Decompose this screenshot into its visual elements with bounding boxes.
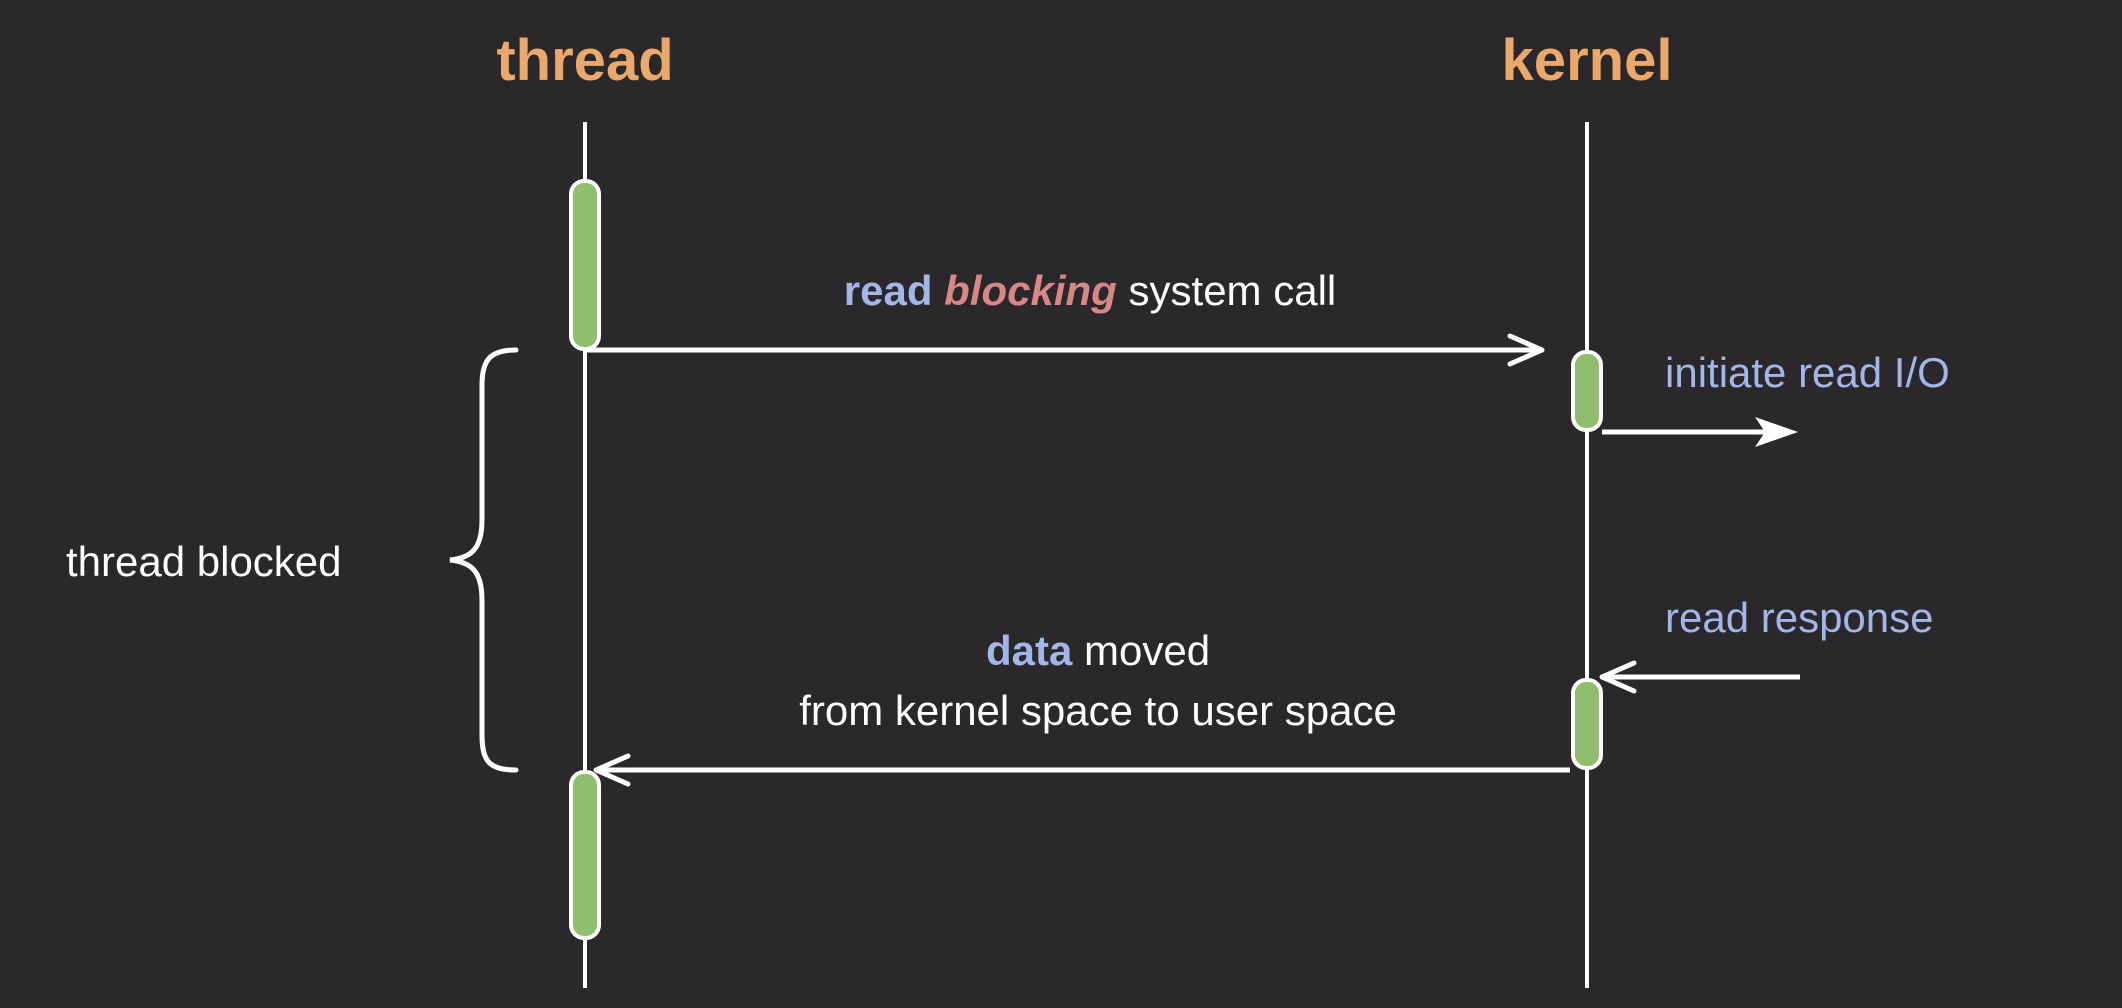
data-moved-label-line1: data moved: [986, 630, 1210, 672]
syscall-keyword-blocking: blocking: [944, 267, 1117, 314]
thread-lane-title: thread: [496, 28, 674, 93]
kernel-activation-1: [1571, 350, 1603, 432]
syscall-keyword-read: read: [843, 267, 933, 314]
data-moved-label-line2: from kernel space to user space: [799, 687, 1397, 734]
syscall-rest: system call: [1128, 267, 1337, 314]
syscall-arrowhead: [1507, 333, 1545, 367]
data-moved-keyword: data: [985, 627, 1073, 674]
kernel-lane-title: kernel: [1501, 28, 1673, 93]
initiate-arrowhead: [1755, 417, 1798, 447]
read-response-label: read response: [1665, 594, 1934, 641]
data-moved-rest: moved: [1083, 627, 1211, 674]
response-arrowhead: [1599, 660, 1637, 694]
blocked-brace: [449, 347, 519, 773]
initiate-read-label: initiate read I/O: [1665, 349, 1950, 396]
syscall-label: read blocking system call: [844, 270, 1336, 312]
thread-activation-1: [569, 179, 601, 351]
thread-activation-2: [569, 770, 601, 940]
data-moved-arrowhead: [593, 753, 631, 787]
kernel-activation-2: [1571, 678, 1603, 770]
thread-blocked-label: thread blocked: [66, 538, 342, 585]
